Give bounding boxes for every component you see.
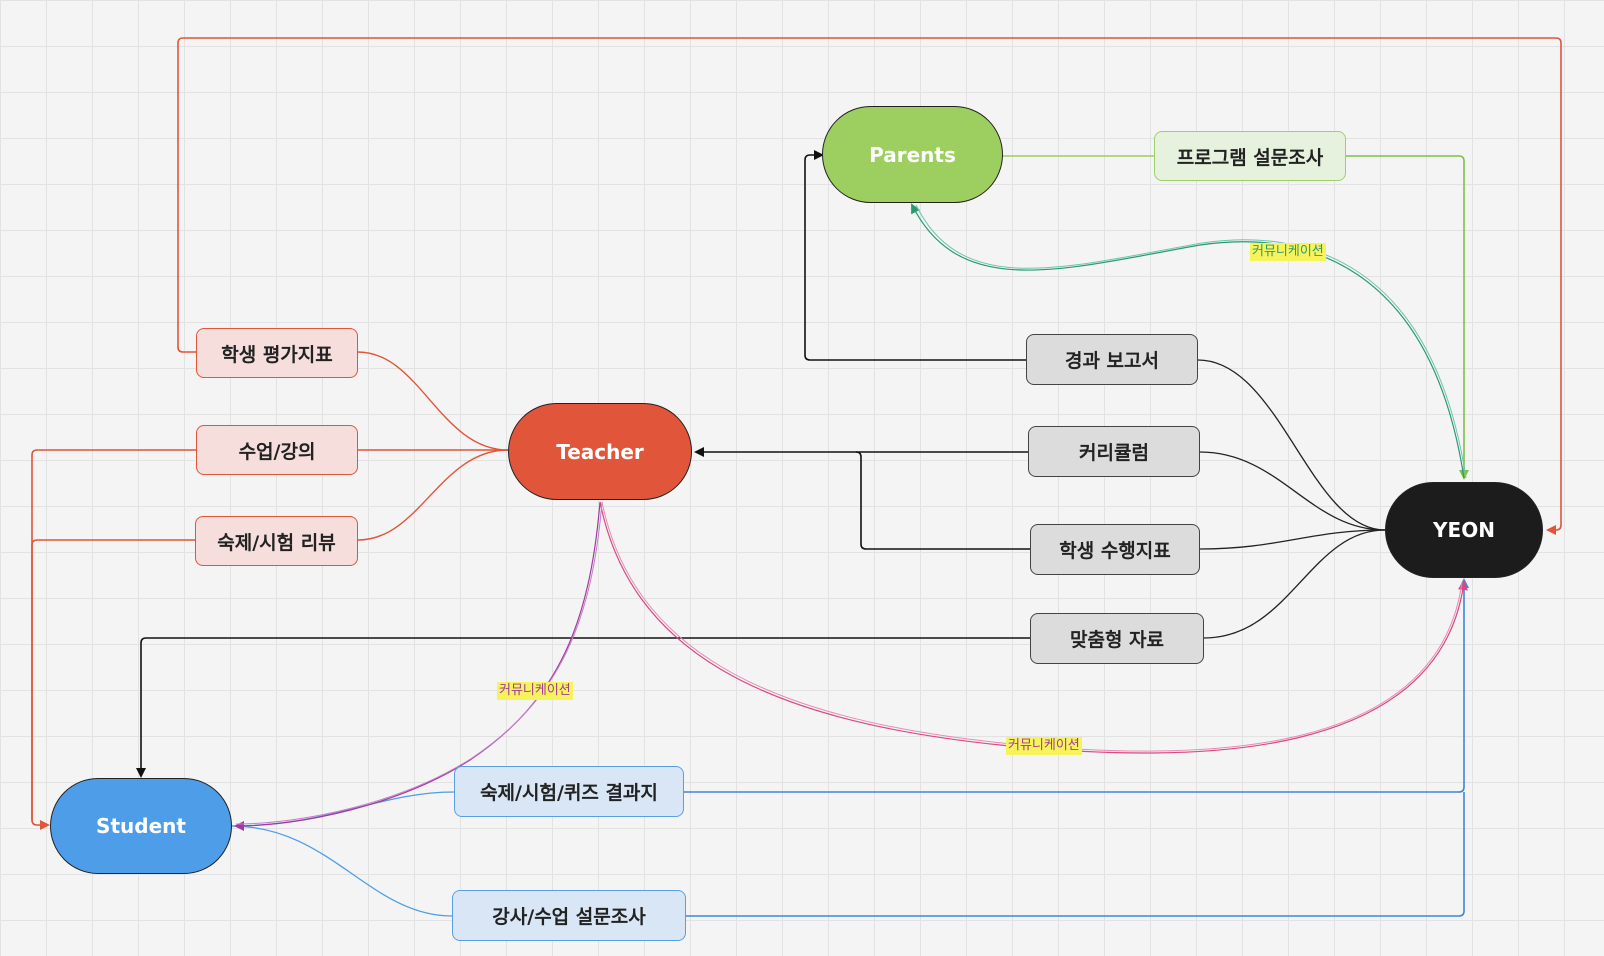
edge-teacher-review [357, 449, 509, 541]
edge-performance-teacher [855, 451, 1030, 550]
program-survey-label: 프로그램 설문조사 [1176, 146, 1324, 169]
edge-review-to-student [31, 539, 196, 820]
curriculum-box[interactable]: 커리큘럼 [1028, 426, 1200, 477]
student-performance-label: 학생 수행지표 [1059, 540, 1171, 562]
student-label: Student [96, 814, 186, 838]
quiz-results-box[interactable]: 숙제/시험/퀴즈 결과지 [454, 766, 684, 817]
progress-report-label: 경과 보고서 [1064, 350, 1159, 372]
edge-yeon-curriculum [1199, 451, 1386, 531]
teacher-node[interactable]: Teacher [508, 403, 692, 500]
edge-student-lecturesurvey [231, 825, 453, 917]
class-lecture-box[interactable]: 수업/강의 [196, 425, 358, 475]
student-eval-box[interactable]: 학생 평가지표 [196, 328, 358, 378]
edge-comm-teacher-yeon [599, 501, 1468, 754]
lecture-survey-box[interactable]: 강사/수업 설문조사 [452, 890, 686, 941]
custom-material-label: 맞춤형 자료 [1069, 629, 1164, 651]
comm-label-teacher-yeon: 커뮤니케이션 [1006, 737, 1082, 755]
edge-eval-to-yeon [177, 37, 1562, 535]
teacher-label: Teacher [556, 439, 644, 464]
comm-label-teacher-student: 커뮤니케이션 [497, 682, 573, 700]
parents-node[interactable]: Parents [822, 106, 1003, 203]
edge-comm-teacher-student [234, 501, 601, 831]
yeon-node[interactable]: YEON [1385, 482, 1543, 578]
student-performance-box[interactable]: 학생 수행지표 [1030, 524, 1200, 575]
edge-student-quiz [231, 791, 455, 827]
edge-comm-yeon-parents [911, 203, 1465, 479]
student-node[interactable]: Student [50, 778, 232, 874]
quiz-results-label: 숙제/시험/퀴즈 결과지 [480, 782, 658, 804]
program-survey-box[interactable]: 프로그램 설문조사 [1154, 131, 1346, 181]
curriculum-label: 커리큘럼 [1079, 442, 1149, 464]
edge-quiz-yeon [684, 578, 1469, 793]
edge-custom-student [136, 637, 1030, 778]
comm-label-parents-yeon: 커뮤니케이션 [1250, 243, 1326, 261]
edge-survey-yeon [1346, 155, 1469, 480]
progress-report-box[interactable]: 경과 보고서 [1026, 334, 1198, 385]
edge-lecturesurvey-yeon [686, 792, 1465, 917]
edge-report-parents [804, 150, 1026, 361]
homework-review-label: 숙제/시험 리뷰 [217, 531, 336, 554]
class-lecture-label: 수업/강의 [238, 440, 316, 463]
student-eval-label: 학생 평가지표 [221, 343, 333, 366]
parents-label: Parents [869, 142, 956, 167]
edge-yeon-performance [1199, 529, 1386, 550]
edge-yeon-custom [1203, 529, 1386, 639]
yeon-label: YEON [1433, 518, 1495, 542]
homework-review-box[interactable]: 숙제/시험 리뷰 [195, 516, 358, 566]
lecture-survey-label: 강사/수업 설문조사 [492, 906, 646, 928]
custom-material-box[interactable]: 맞춤형 자료 [1030, 613, 1204, 664]
edge-yeon-report [1197, 359, 1386, 531]
edge-teacher-eval [357, 351, 509, 451]
